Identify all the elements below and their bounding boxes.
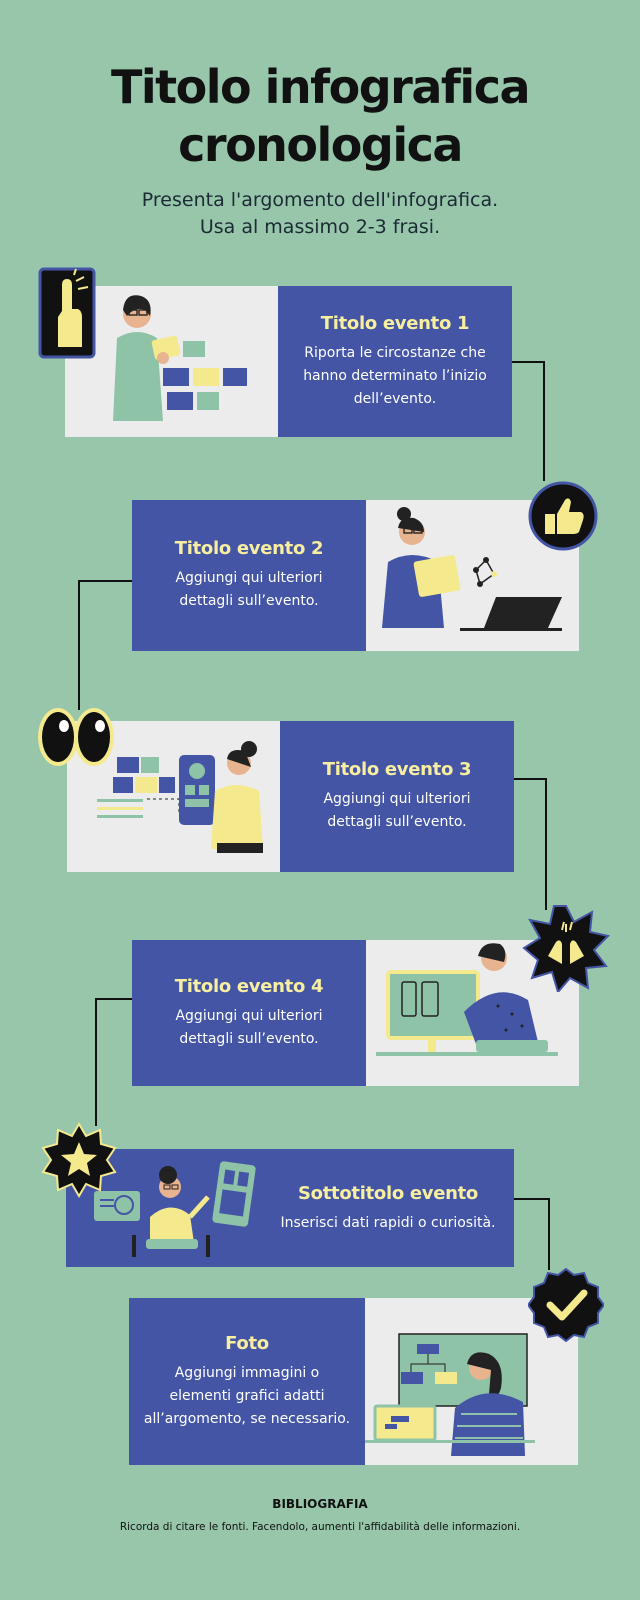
desc-line: dettagli sull’evento.: [179, 593, 319, 609]
bibliography-text: Ricorda di citare le fonti. Facendolo, a…: [119, 1521, 521, 1533]
event-3-card: Titolo evento 3 Aggiungi qui ulteriori d…: [280, 721, 514, 872]
desc-line: Aggiungi qui ulteriori: [175, 1007, 323, 1024]
connector-line: [545, 778, 547, 910]
connector-line: [548, 1198, 550, 1270]
event-3-title: Titolo evento 3: [322, 759, 472, 780]
bibliography-title: BIBLIOGRAFIA: [272, 1497, 368, 1511]
connector-line: [512, 778, 547, 780]
event-5-card: Sottotitolo evento Inserisci dati rapidi…: [66, 1149, 514, 1267]
event-4-desc: Aggiungi qui ulteriori dettagli sull’eve…: [175, 1005, 322, 1051]
event-5-text: Sottotitolo evento Inserisci dati rapidi…: [272, 1183, 504, 1235]
desc-line: Riporta le circostanze che: [304, 344, 486, 361]
desc-line: Aggiungi immagini o: [174, 1364, 320, 1381]
connector-line: [95, 998, 132, 1000]
connector-line: [543, 361, 545, 481]
desc-line: Aggiungi qui ulteriori: [323, 791, 471, 807]
event-4-title: Titolo evento 4: [174, 975, 324, 997]
event-4-card: Titolo evento 4 Aggiungi qui ulteriori d…: [132, 940, 366, 1086]
star-icon: [41, 1122, 117, 1198]
intro-text: Presenta l'argomento dell'infografica. U…: [0, 187, 640, 241]
page-title: Titolo infografica cronologica: [0, 58, 640, 174]
connector-line: [95, 998, 97, 1126]
event-6-desc: Aggiungi immagini o elementi grafici ada…: [144, 1362, 350, 1431]
desc-line: hanno determinato l’inizio: [303, 367, 487, 384]
event-2-title: Titolo evento 2: [174, 538, 324, 559]
eyes-icon: [36, 706, 116, 768]
thumbs-up-icon: [527, 480, 599, 552]
title-line-1: Titolo infografica: [111, 60, 531, 114]
event-1-title: Titolo evento 1: [320, 312, 470, 334]
desc-line: dettagli sull’evento.: [327, 814, 467, 830]
desc-line: dell’evento.: [353, 390, 437, 407]
connector-line: [510, 361, 545, 363]
desc-line: dettagli sull’evento.: [179, 1030, 319, 1047]
event-6-card: Foto Aggiungi immagini o elementi grafic…: [129, 1298, 365, 1465]
connector-line: [512, 1198, 550, 1200]
connector-line: [78, 580, 80, 710]
desc-line: all’argomento, se necessario.: [143, 1410, 351, 1427]
checkmark-icon: [528, 1267, 604, 1343]
intro-line-2: Usa al massimo 2-3 frasi.: [199, 216, 441, 238]
clapping-hands-icon: [522, 904, 610, 992]
pointing-finger-icon: [38, 267, 96, 359]
event-2-card: Titolo evento 2 Aggiungi qui ulteriori d…: [132, 500, 366, 651]
event-3-desc: Aggiungi qui ulteriori dettagli sull’eve…: [323, 788, 470, 834]
desc-line: elementi grafici adatti: [169, 1387, 325, 1404]
event-5-illustration: [94, 1161, 256, 1257]
event-3-illustration: [67, 721, 280, 872]
event-2-desc: Aggiungi qui ulteriori dettagli sull’eve…: [175, 567, 322, 613]
intro-line-1: Presenta l'argomento dell'infografica.: [141, 189, 499, 211]
event-1-illustration: [65, 286, 278, 437]
event-5-title: Sottotitolo evento: [298, 1183, 478, 1204]
desc-line: Aggiungi qui ulteriori: [175, 570, 323, 586]
event-1-desc: Riporta le circostanze che hanno determi…: [303, 342, 487, 411]
event-6-title: Foto: [225, 1332, 269, 1354]
event-1-card: Titolo evento 1 Riporta le circostanze c…: [278, 286, 512, 437]
title-line-2: cronologica: [178, 118, 463, 172]
connector-line: [78, 580, 132, 582]
event-5-desc: Inserisci dati rapidi o curiosità.: [280, 1215, 496, 1231]
